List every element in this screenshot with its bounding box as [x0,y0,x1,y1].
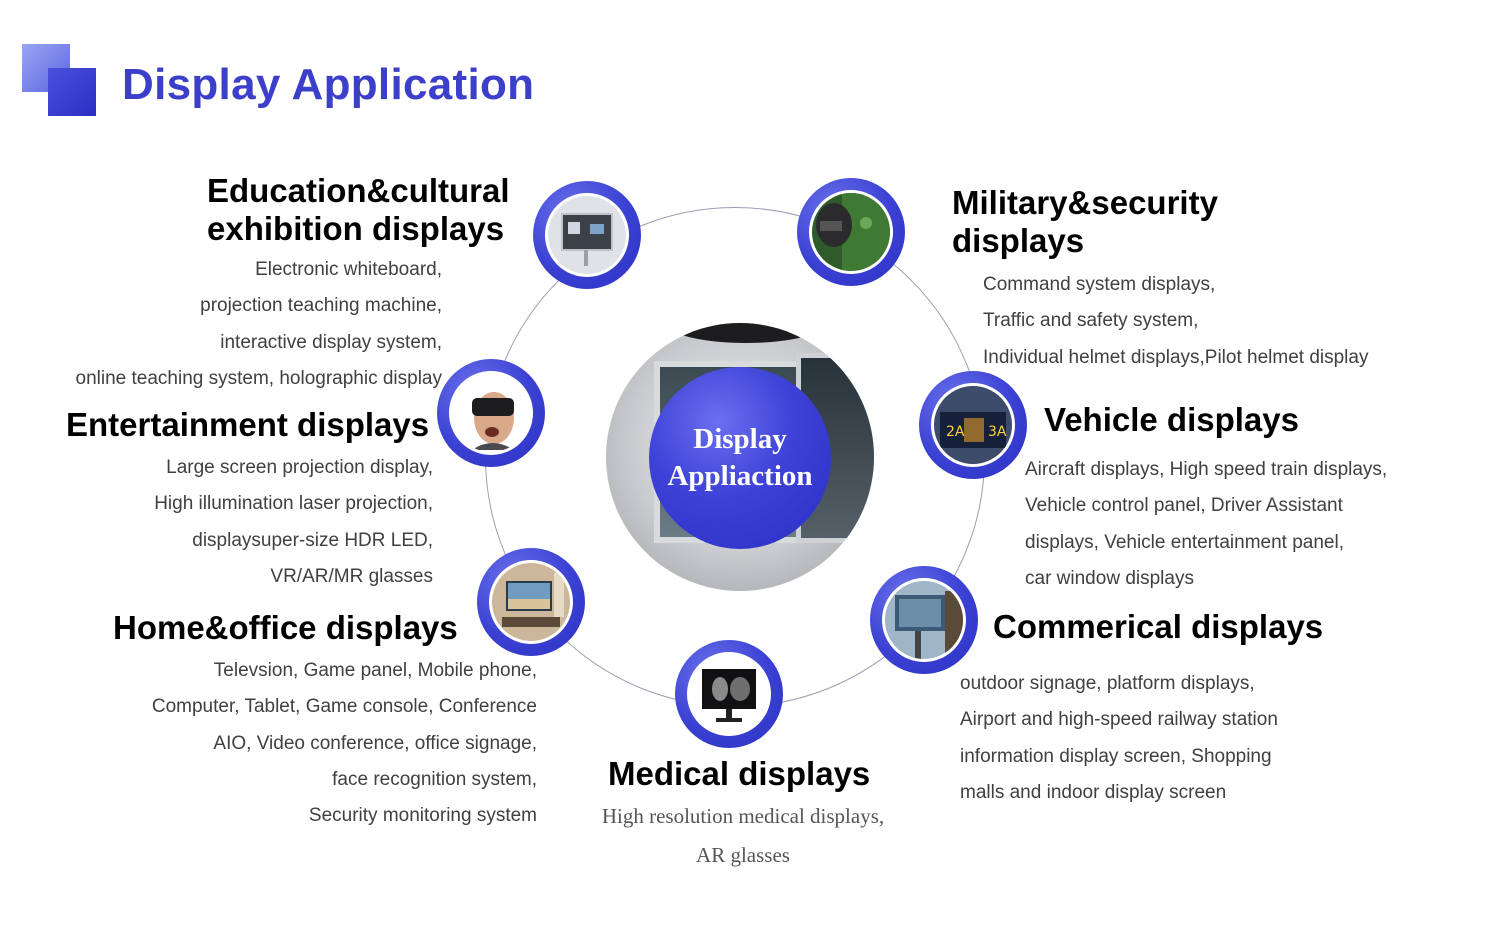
home-office-heading: Home&office displays [113,609,458,646]
entertainment-heading: Entertainment displays [66,406,430,443]
node-military [797,178,905,286]
entertainment-list: Large screen projection display, High il… [154,450,433,595]
list-item: Airport and high-speed railway station [960,709,1278,731]
node-education [533,181,641,289]
list-item: Vehicle control panel, Driver Assistant [1025,495,1343,517]
vehicle-heading: Vehicle displays [1044,401,1299,438]
logo-square-dark [48,68,96,116]
page-title: Display Application [122,60,535,109]
vr-headset-photo [449,371,533,455]
list-item: malls and indoor display screen [960,781,1227,803]
military-list: Command system displays, Traffic and saf… [983,267,1368,376]
education-list: Electronic whiteboard, projection teachi… [76,252,443,397]
list-item: VR/AR/MR glasses [270,565,433,587]
center-label-disc: Display Appliaction [649,367,831,549]
title-logo-mark [22,44,98,116]
list-item: Aircraft displays, High speed train disp… [1025,459,1388,480]
train-board-photo: 2A 3A [931,383,1015,467]
list-item: displaysuper-size HDR LED, [192,529,433,551]
list-item: interactive display system, [220,331,442,353]
commercial-list: outdoor signage, platform displays, Airp… [960,666,1278,811]
list-item: AIO, Video conference, office signage, [213,732,537,754]
whiteboard-photo [545,193,629,277]
medical-list: High resolution medical displays, AR gla… [583,797,903,875]
medical-heading: Medical displays [608,755,871,792]
svg-text:3A: 3A [988,424,1007,440]
list-item: Televsion, Game panel, Mobile phone, [213,660,537,681]
list-item: Computer, Tablet, Game console, Conferen… [151,696,537,718]
node-entertainment [437,359,545,467]
helmet-display-photo [809,190,893,274]
node-vehicle: 2A 3A [919,371,1027,479]
list-item: High illumination laser projection, [154,493,433,515]
node-medical [675,640,783,748]
vehicle-list: Aircraft displays, High speed train disp… [1025,452,1387,597]
education-heading: Education&cultural exhibition displays [207,172,510,247]
list-item: Command system displays, [983,274,1216,295]
list-item: Individual helmet displays,Pilot helmet … [983,346,1369,368]
node-commercial [870,566,978,674]
list-item: High resolution medical displays, [601,804,885,828]
list-item: displays, Vehicle entertainment panel, [1025,531,1344,553]
list-item: AR glasses [696,843,790,867]
center-label: Display Appliaction [667,423,813,492]
military-heading: Military&security displays [952,184,1218,259]
list-item: online teaching system, holographic disp… [75,367,443,389]
living-room-tv-photo [489,560,573,644]
list-item: outdoor signage, platform displays, [960,673,1255,694]
list-item: car window displays [1025,567,1194,589]
commercial-heading: Commerical displays [993,608,1324,645]
medical-monitor-photo [687,652,771,736]
list-item: face recognition system, [332,768,537,790]
list-item: Security monitoring system [308,805,537,827]
list-item: information display screen, Shopping [960,745,1272,767]
svg-text:2A: 2A [946,424,965,440]
billboard-photo [882,578,966,662]
list-item: Traffic and safety system, [983,310,1199,332]
list-item: Large screen projection display, [166,457,433,478]
node-home-office [477,548,585,656]
list-item: Electronic whiteboard, [255,259,442,280]
home-office-list: Televsion, Game panel, Mobile phone, Com… [152,653,537,834]
list-item: projection teaching machine, [200,295,442,317]
